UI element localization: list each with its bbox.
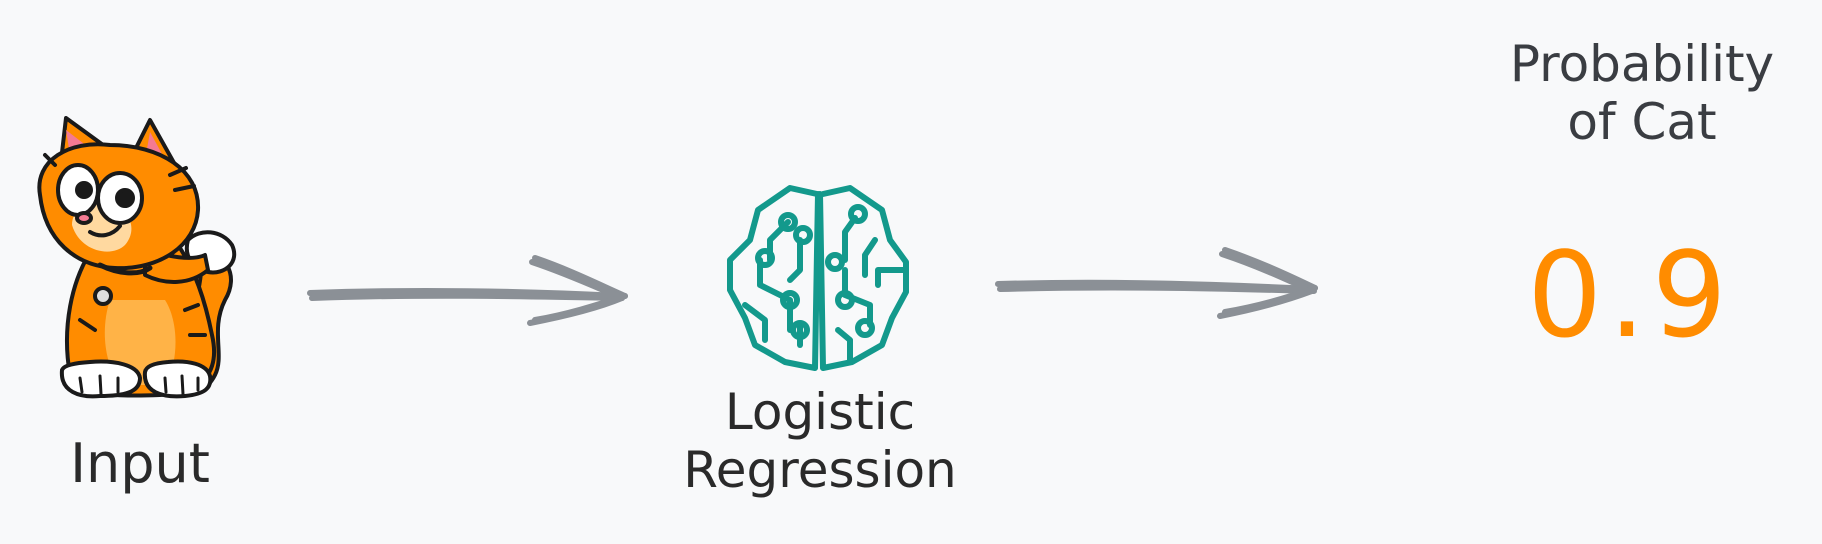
model-label-line1: Logistic <box>724 383 916 441</box>
arrow-model-to-output <box>995 247 1318 319</box>
output-title-line2: of Cat <box>1567 92 1717 151</box>
brain-circuit-icon <box>727 185 909 371</box>
output-title-line1: Probability <box>1509 35 1775 93</box>
cat-icon <box>37 116 237 399</box>
arrow-input-to-model <box>307 255 628 326</box>
model-label: Logistic Regression <box>640 383 1000 499</box>
probability-value: 0.9 <box>1527 226 1733 364</box>
input-label: Input <box>70 432 210 495</box>
model-label-line2: Regression <box>683 440 957 499</box>
output-title: Probability of Cat <box>1462 35 1822 151</box>
